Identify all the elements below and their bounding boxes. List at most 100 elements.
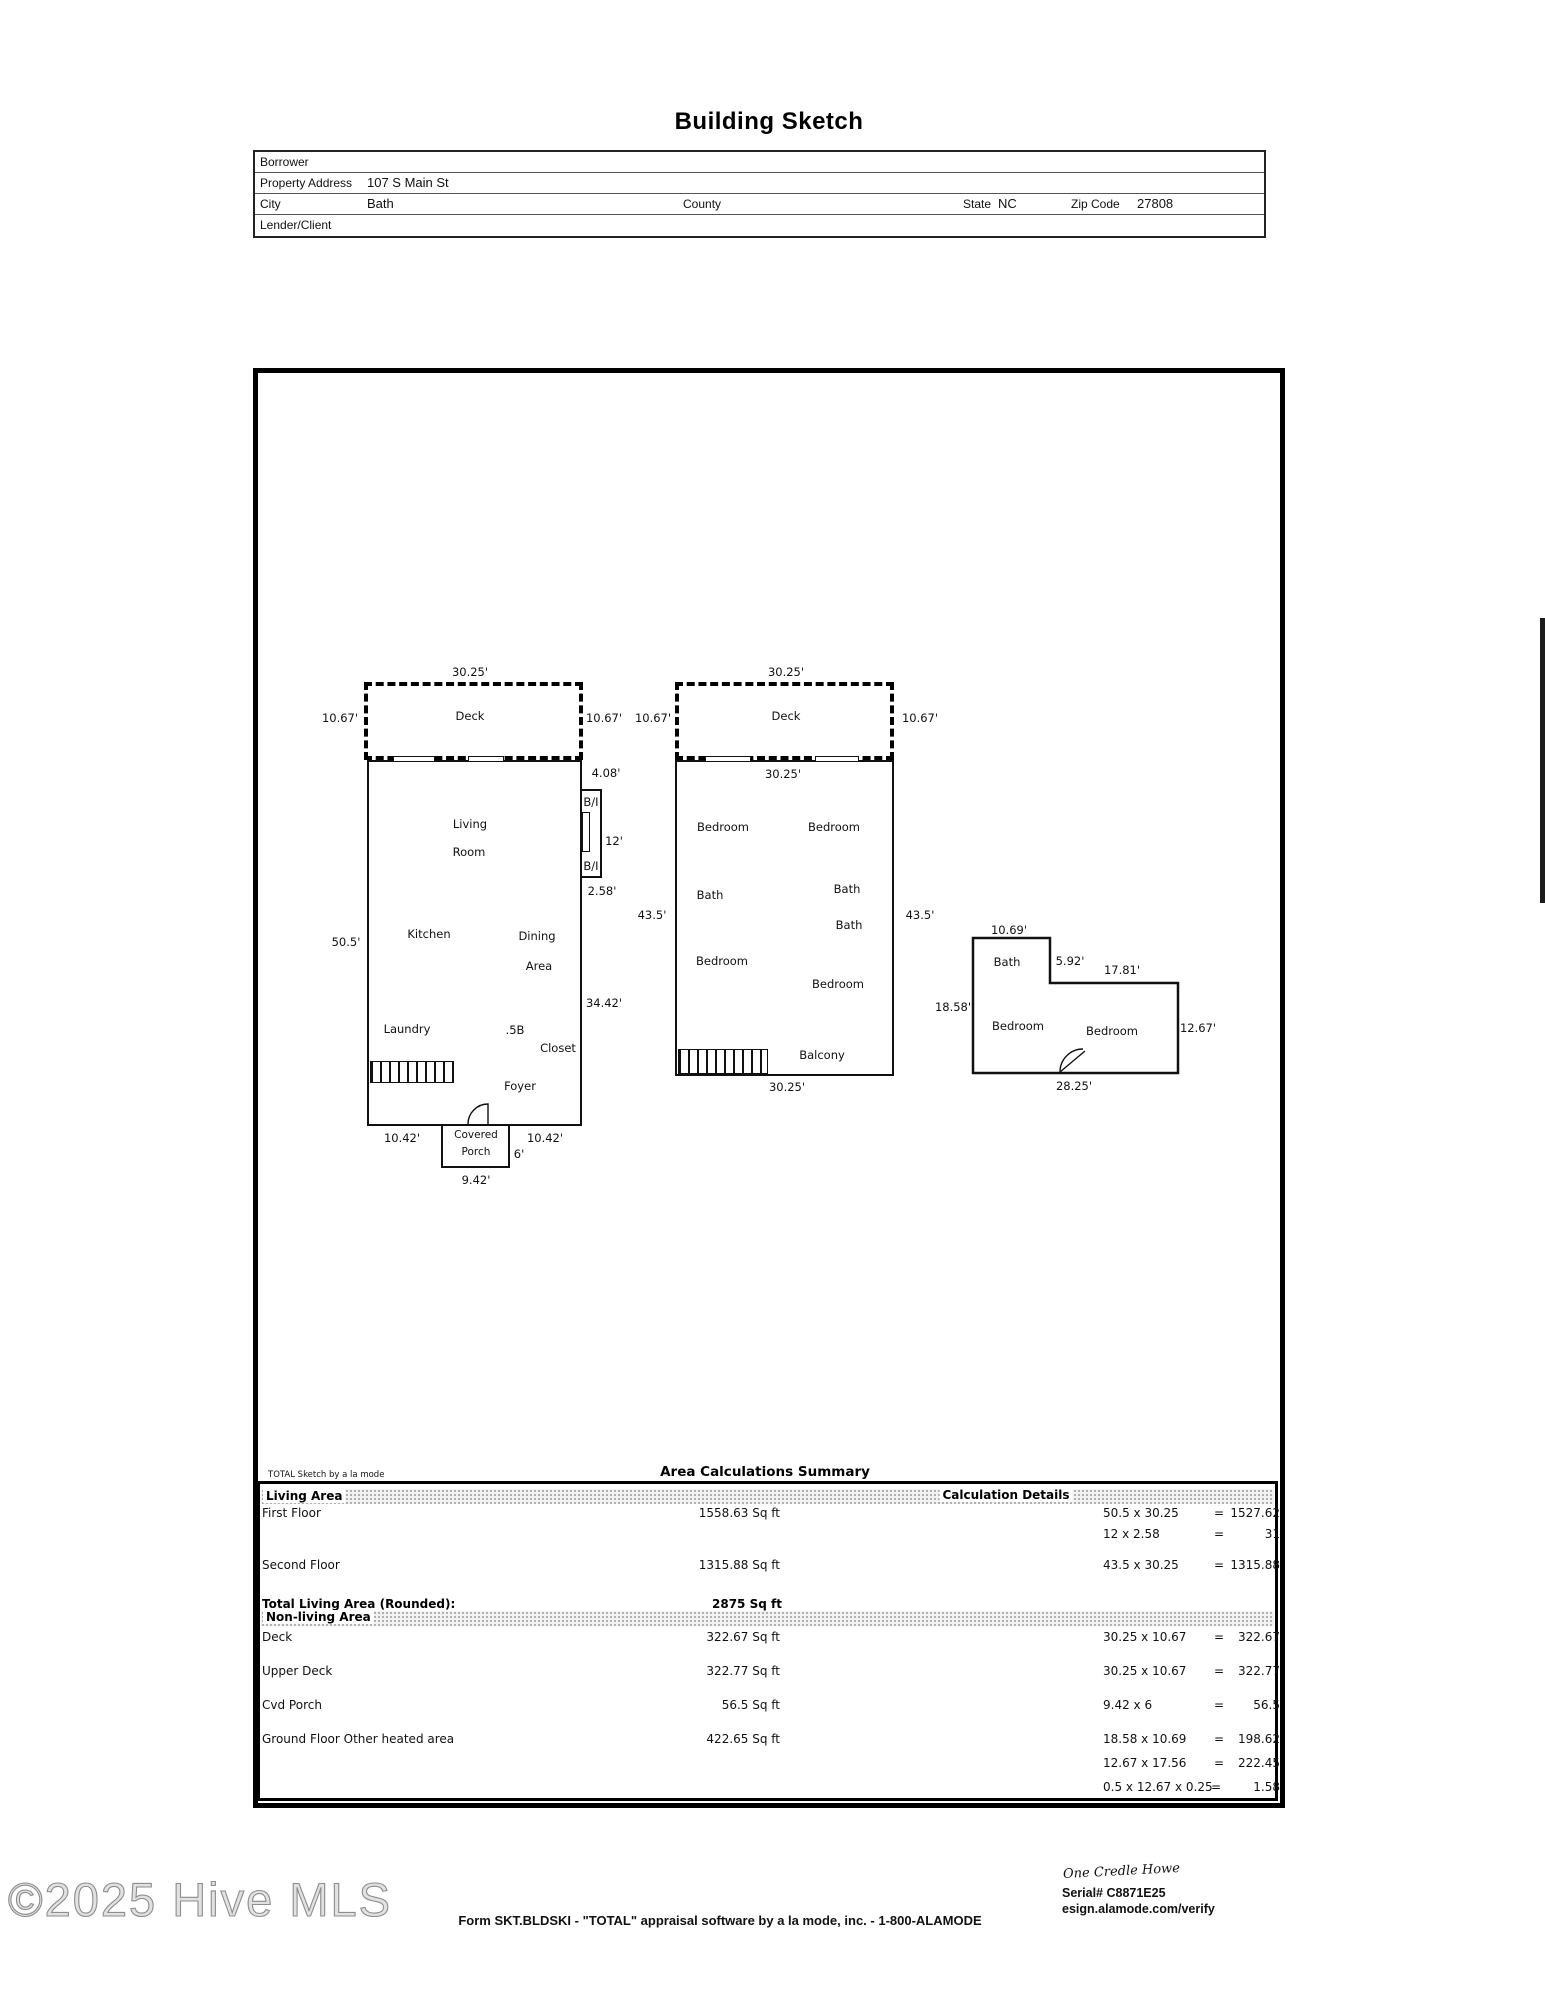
room-label-foyer: Foyer bbox=[504, 1079, 536, 1093]
calc-expr: 0.5 x 12.67 x 0.25 bbox=[1103, 1780, 1213, 1794]
room-label-closet: Closet bbox=[540, 1041, 576, 1055]
second-floor-stairs bbox=[678, 1049, 768, 1074]
room-label-bedroom-bl: Bedroom bbox=[695, 954, 749, 968]
room-label-bedroom3-right: Bedroom bbox=[1085, 1024, 1139, 1038]
calc-val: 31 bbox=[1264, 1527, 1280, 1541]
calc-expr: 30.25 x 10.67 bbox=[1103, 1630, 1187, 1644]
calc-expr: 50.5 x 30.25 bbox=[1103, 1506, 1179, 1520]
dim-17-81: 17.81' bbox=[1103, 963, 1141, 977]
property-address-value: 107 S Main St bbox=[367, 175, 449, 190]
dim-deck2-left: 10.67' bbox=[634, 711, 672, 725]
room-label-deck: Deck bbox=[455, 709, 485, 723]
second-floor-deck-outline bbox=[675, 682, 894, 760]
dim-34-42: 34.42' bbox=[585, 996, 623, 1010]
calc-expr: 18.58 x 10.69 bbox=[1103, 1732, 1187, 1746]
dim-2-58: 2.58' bbox=[587, 884, 617, 898]
property-address-label: Property Address bbox=[260, 176, 353, 190]
calc-expr: 9.42 x 6 bbox=[1103, 1698, 1153, 1712]
calc-eq: = bbox=[1214, 1527, 1225, 1541]
page-title: Building Sketch bbox=[674, 108, 864, 135]
row-deck-area: 322.67 Sq ft bbox=[706, 1630, 780, 1644]
room-label-dining: Dining bbox=[518, 929, 556, 943]
borrower-label: Borrower bbox=[260, 155, 309, 169]
calculation-details-header: Calculation Details bbox=[939, 1488, 1073, 1502]
dim-10-42-right: 10.42' bbox=[526, 1131, 564, 1145]
dim-6: 6' bbox=[513, 1147, 525, 1161]
first-floor-stairs bbox=[370, 1061, 454, 1083]
dim-43-5-right: 43.5' bbox=[905, 908, 935, 922]
state-label: State bbox=[963, 197, 992, 211]
label-built-in-lower: B/I bbox=[583, 859, 599, 873]
dim-30-25-bottom: 30.25' bbox=[768, 1080, 806, 1094]
room-label-bath3: Bath bbox=[993, 955, 1021, 969]
zip-label: Zip Code bbox=[1071, 197, 1120, 211]
dim-10-42-left: 10.42' bbox=[383, 1131, 421, 1145]
dim-10-69: 10.69' bbox=[990, 923, 1028, 937]
dim-18-58: 18.58' bbox=[934, 1000, 972, 1014]
dim-deck2-width: 30.25' bbox=[767, 665, 805, 679]
calc-eq: = bbox=[1214, 1756, 1225, 1770]
room-label-dining-2: Area bbox=[525, 959, 553, 973]
form-identifier-line: Form SKT.BLDSKI - "TOTAL" appraisal soft… bbox=[458, 1913, 982, 1928]
borrower-row: Borrower bbox=[255, 152, 1264, 173]
second-floor-outline bbox=[675, 760, 894, 1076]
dim-deck2-right: 10.67' bbox=[901, 711, 939, 725]
room-label-living: Living bbox=[452, 817, 488, 831]
city-value: Bath bbox=[367, 196, 394, 211]
window-marker bbox=[815, 756, 859, 762]
hive-mls-watermark: ©2025 Hive MLS bbox=[7, 1872, 392, 1926]
calc-val: 198.62 bbox=[1238, 1732, 1280, 1746]
bay-window-glass bbox=[582, 812, 590, 852]
calc-expr: 30.25 x 10.67 bbox=[1103, 1664, 1187, 1678]
dim-28-25: 28.25' bbox=[1055, 1079, 1093, 1093]
nonliving-area-header: Non-living Area bbox=[263, 1610, 374, 1624]
summary-header-band bbox=[261, 1489, 1274, 1504]
row-second-floor-area: 1315.88 Sq ft bbox=[698, 1558, 780, 1572]
sketch-border bbox=[253, 368, 1285, 1808]
room-label-bedroom-br: Bedroom bbox=[811, 977, 865, 991]
state-value: NC bbox=[998, 196, 1017, 211]
room-label-porch-2: Porch bbox=[461, 1146, 491, 1158]
row-first-floor-name: First Floor bbox=[262, 1506, 321, 1520]
window-marker bbox=[393, 756, 435, 762]
calc-val: 1315.88 bbox=[1230, 1558, 1280, 1572]
dim-50-5: 50.5' bbox=[331, 935, 361, 949]
calc-val: 322.77 bbox=[1238, 1664, 1280, 1678]
room-label-porch-1: Covered bbox=[454, 1129, 498, 1141]
window-marker bbox=[468, 756, 504, 762]
row-upper-deck-area: 322.77 Sq ft bbox=[706, 1664, 780, 1678]
room-label-bath-left: Bath bbox=[696, 888, 724, 902]
label-built-in-upper: B/I bbox=[583, 795, 599, 809]
calc-eq: = bbox=[1214, 1558, 1225, 1572]
city-state-row: City Bath County State NC Zip Code 27808 bbox=[255, 194, 1264, 215]
total-living-area-label: Total Living Area (Rounded): bbox=[262, 1597, 456, 1611]
calc-expr: 12.67 x 17.56 bbox=[1103, 1756, 1187, 1770]
calc-val: 1.58 bbox=[1253, 1780, 1280, 1794]
dim-43-5-left: 43.5' bbox=[637, 908, 667, 922]
room-label-bedroom-tl: Bedroom bbox=[696, 820, 750, 834]
calc-eq: = bbox=[1214, 1732, 1225, 1746]
room-label-bedroom-tr: Bedroom bbox=[807, 820, 861, 834]
calc-val: 1527.62 bbox=[1230, 1506, 1280, 1520]
county-label: County bbox=[683, 197, 722, 211]
room-label-bath-right-upper: Bath bbox=[833, 882, 861, 896]
row-ground-other-name: Ground Floor Other heated area bbox=[262, 1732, 455, 1746]
total-living-area-value: 2875 Sq ft bbox=[712, 1597, 782, 1611]
row-ground-other-area: 422.65 Sq ft bbox=[706, 1732, 780, 1746]
row-second-floor-name: Second Floor bbox=[262, 1558, 340, 1572]
room-label-laundry: Laundry bbox=[383, 1022, 431, 1036]
dim-deck-right: 10.67' bbox=[585, 711, 623, 725]
calc-expr: 43.5 x 30.25 bbox=[1103, 1558, 1179, 1572]
zip-value: 27808 bbox=[1137, 196, 1174, 211]
total-sketch-branding: TOTAL Sketch by a la mode bbox=[268, 1470, 385, 1480]
calc-eq: = bbox=[1214, 1698, 1225, 1712]
lender-row: Lender/Client bbox=[255, 215, 1264, 236]
calc-val: 56.5 bbox=[1253, 1698, 1280, 1712]
scan-artifact bbox=[1540, 618, 1545, 903]
serial-number: Serial# C8871E25 bbox=[1062, 1886, 1166, 1900]
row-upper-deck-name: Upper Deck bbox=[262, 1664, 333, 1678]
room-label-bath-right-lower: Bath bbox=[835, 918, 863, 932]
dim-12-67: 12.67' bbox=[1179, 1021, 1217, 1035]
dim-deck-width: 30.25' bbox=[451, 665, 489, 679]
